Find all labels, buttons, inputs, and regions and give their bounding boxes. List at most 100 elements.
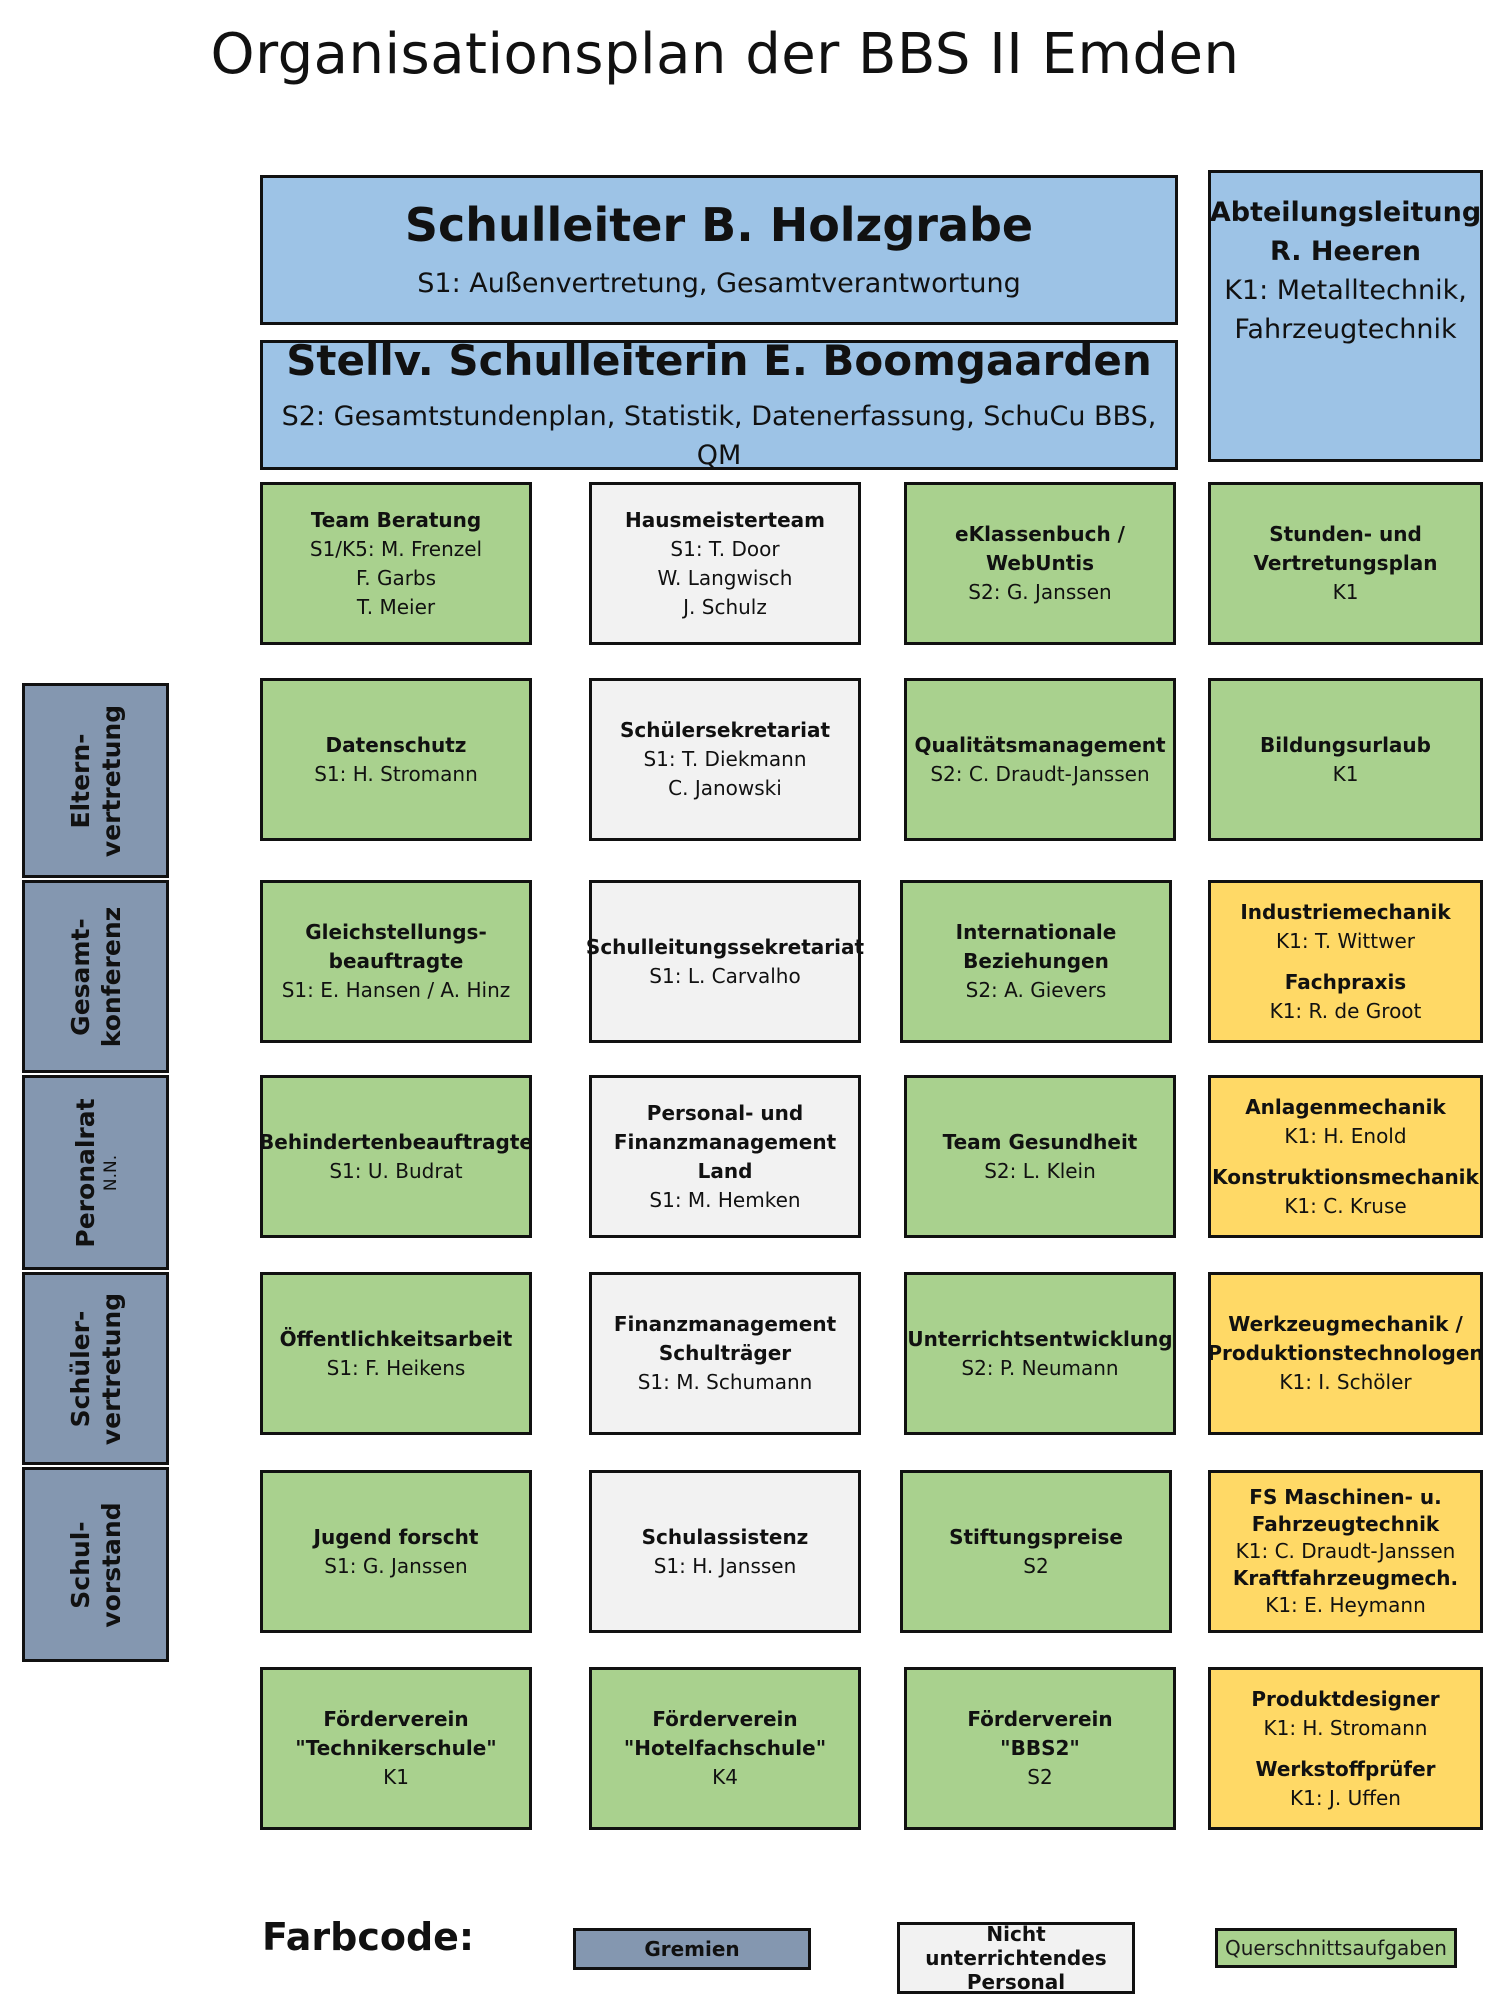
box-title: "BBS2" <box>1000 1736 1080 1760</box>
box-internationale-beziehungen: Internationale Beziehungen S2: A. Giever… <box>900 880 1172 1043</box>
abteilung-line-1: Abteilungsleitung <box>1209 197 1482 228</box>
schulleiter-task: S1: Außenvertretung, Gesamtverantwortung <box>417 268 1021 300</box>
box-line: S2: P. Neumann <box>961 1355 1119 1380</box>
abteilung-line-4: Fahrzeugtechnik <box>1234 314 1457 346</box>
box-werkzeugmechanik: Werkzeugmechanik / Produktionstechnologe… <box>1207 1272 1484 1435</box>
box-datenschutz: Datenschutz S1: H. Stromann <box>260 678 532 841</box>
gremium-elternvertretung: Eltern-vertretung <box>22 683 169 878</box>
box-stiftungspreise: Stiftungspreise S2 <box>900 1470 1172 1633</box>
box-title: Werkzeugmechanik / <box>1228 1312 1463 1336</box>
box-title: Öffentlichkeitsarbeit <box>279 1326 513 1351</box>
box-line: S1: H. Stromann <box>314 761 478 786</box>
box-title: Hausmeisterteam <box>625 507 825 532</box>
box-title: Qualitätsmanagement <box>914 732 1166 757</box>
box-line: K1: I. Schöler <box>1279 1370 1412 1394</box>
box-line: S2 <box>1027 1765 1053 1789</box>
gremium-line-1: Gesamt- <box>65 917 95 1036</box>
gremium-line-1: Peronalrat <box>70 1097 100 1248</box>
box-title: Schulträger <box>658 1341 792 1365</box>
box-title: Bildungsurlaub <box>1260 732 1431 757</box>
box-team-gesundheit: Team Gesundheit S2: L. Klein <box>904 1075 1176 1238</box>
box-line: S1: F. Heikens <box>326 1355 466 1380</box>
box-fs-maschinen: FS Maschinen- u. Fahrzeugtechnik K1: C. … <box>1208 1470 1483 1633</box>
box-title: Schulassistenz <box>641 1524 809 1549</box>
box-title: Vertretungsplan <box>1253 551 1438 575</box>
box-title: Werkstoffprüfer <box>1255 1756 1436 1781</box>
box-title: Personal- und <box>646 1100 804 1125</box>
box-title: Industriemechanik <box>1240 899 1451 924</box>
box-title: Team Gesundheit <box>942 1129 1138 1154</box>
legend-nicht-line-1: Nicht unterrichtendes <box>925 1922 1107 1970</box>
box-title: "Hotelfachschule" <box>623 1736 827 1760</box>
box-title: Produktionstechnologen <box>1207 1341 1484 1365</box>
box-anlagenmechanik: Anlagenmechanik K1: H. Enold Konstruktio… <box>1208 1075 1483 1238</box>
box-line: S2: C. Draudt-Janssen <box>930 761 1150 786</box>
legend-label: Farbcode: <box>262 1915 475 1959</box>
gremium-line-2: vertretung <box>96 1292 126 1445</box>
box-line: K1: H. Enold <box>1284 1123 1407 1148</box>
box-line: K1: C. Draudt-Janssen <box>1235 1539 1456 1563</box>
gremium-schuelervertretung: Schüler-vertretung <box>22 1272 169 1465</box>
legend-nicht-unterrichtend: Nicht unterrichtendes Personal <box>897 1922 1135 1994</box>
box-line: S1/K5: M. Frenzel <box>309 536 483 561</box>
legend-nicht-line-2: Personal <box>966 1970 1066 1994</box>
box-line: K1 <box>1332 761 1359 786</box>
box-line: S2: G. Janssen <box>968 580 1112 604</box>
box-title: Schülersekretariat <box>619 718 831 742</box>
box-line: S1: U. Budrat <box>329 1158 463 1183</box>
schulleiter-box: Schulleiter B. Holzgrabe S1: Außenvertre… <box>260 175 1178 325</box>
box-stundenplan: Stunden- und Vertretungsplan K1 <box>1208 482 1483 645</box>
stellv-schulleiterin-box: Stellv. Schulleiterin E. Boomgaarden S2:… <box>260 336 1178 471</box>
box-line: K1: E. Heymann <box>1265 1593 1426 1617</box>
box-gleichstellung: Gleichstellungs- beauftragte S1: E. Hans… <box>260 880 532 1043</box>
box-title: Konstruktionsmechanik <box>1212 1164 1479 1189</box>
box-title: Finanzmanagement Land <box>613 1129 837 1183</box>
box-title: Gleichstellungs- <box>305 920 487 944</box>
box-title: "Technikerschule" <box>295 1736 497 1760</box>
box-line: F. Garbs <box>355 565 437 590</box>
box-title: Datenschutz <box>325 732 467 757</box>
box-title: Beziehungen <box>963 949 1109 973</box>
box-eklassenbuch: eKlassenbuch / WebUntis S2: G. Janssen <box>904 482 1176 645</box>
box-produktdesigner: Produktdesigner K1: H. Stromann Werkstof… <box>1208 1667 1483 1830</box>
box-line: S1: H. Janssen <box>653 1553 797 1578</box>
box-title: Stunden- und <box>1269 522 1422 546</box>
box-hausmeisterteam: Hausmeisterteam S1: T. Door W. Langwisch… <box>589 482 861 645</box>
box-oeffentlichkeitsarbeit: Öffentlichkeitsarbeit S1: F. Heikens <box>260 1272 532 1435</box>
box-title: Behindertenbeauftragte <box>259 1129 533 1154</box>
gremium-line-2: N.N. <box>100 1154 121 1191</box>
gremium-schulvorstand: Schul-vorstand <box>22 1467 169 1662</box>
box-title: Förderverein <box>652 1707 798 1731</box>
box-title: Unterrichtsentwicklung <box>907 1326 1173 1351</box>
box-line: K4 <box>712 1765 738 1789</box>
schulleiter-name: Schulleiter B. Holzgrabe <box>404 197 1034 252</box>
abteilung-line-3: K1: Metalltechnik, <box>1224 275 1467 307</box>
gremium-line-2: vorstand <box>96 1501 126 1628</box>
box-foerderverein-bbs2: Förderverein "BBS2" S2 <box>904 1667 1176 1830</box>
box-line: K1: R. de Groot <box>1269 998 1422 1023</box>
box-line: K1: C. Kruse <box>1284 1193 1407 1218</box>
box-line: K1: J. Uffen <box>1290 1785 1401 1810</box>
box-personal-finanzmanagement: Personal- und Finanzmanagement Land S1: … <box>589 1075 861 1238</box>
box-line: W. Langwisch <box>657 565 793 590</box>
box-line: S1: M. Schumann <box>637 1370 813 1394</box>
box-title: Finanzmanagement <box>613 1312 837 1336</box>
box-title: Förderverein <box>967 1707 1113 1731</box>
box-line: C. Janowski <box>668 776 782 800</box>
gremium-line-2: vertretung <box>96 704 126 857</box>
box-line: K1 <box>383 1765 409 1789</box>
box-title: beauftragte <box>328 949 464 973</box>
box-line: J. Schulz <box>683 594 767 619</box>
box-team-beratung: Team Beratung S1/K5: M. Frenzel F. Garbs… <box>260 482 532 645</box>
gremium-line-1: Schüler- <box>65 1310 95 1427</box>
legend-gremien-label: Gremien <box>644 1937 740 1961</box>
gremium-line-2: konferenz <box>96 906 126 1047</box>
box-line: K1: H. Stromann <box>1263 1715 1428 1740</box>
box-behindertenbeauftragte: Behindertenbeauftragte S1: U. Budrat <box>259 1075 533 1238</box>
box-finanzmanagement-schultraeger: Finanzmanagement Schulträger S1: M. Schu… <box>589 1272 861 1435</box>
box-schuelersekretariat: Schülersekretariat S1: T. Diekmann C. Ja… <box>589 678 861 841</box>
stellv-name: Stellv. Schulleiterin E. Boomgaarden <box>286 335 1152 385</box>
box-line: K1: T. Wittwer <box>1276 928 1415 953</box>
box-title: Stiftungspreise <box>949 1524 1123 1549</box>
